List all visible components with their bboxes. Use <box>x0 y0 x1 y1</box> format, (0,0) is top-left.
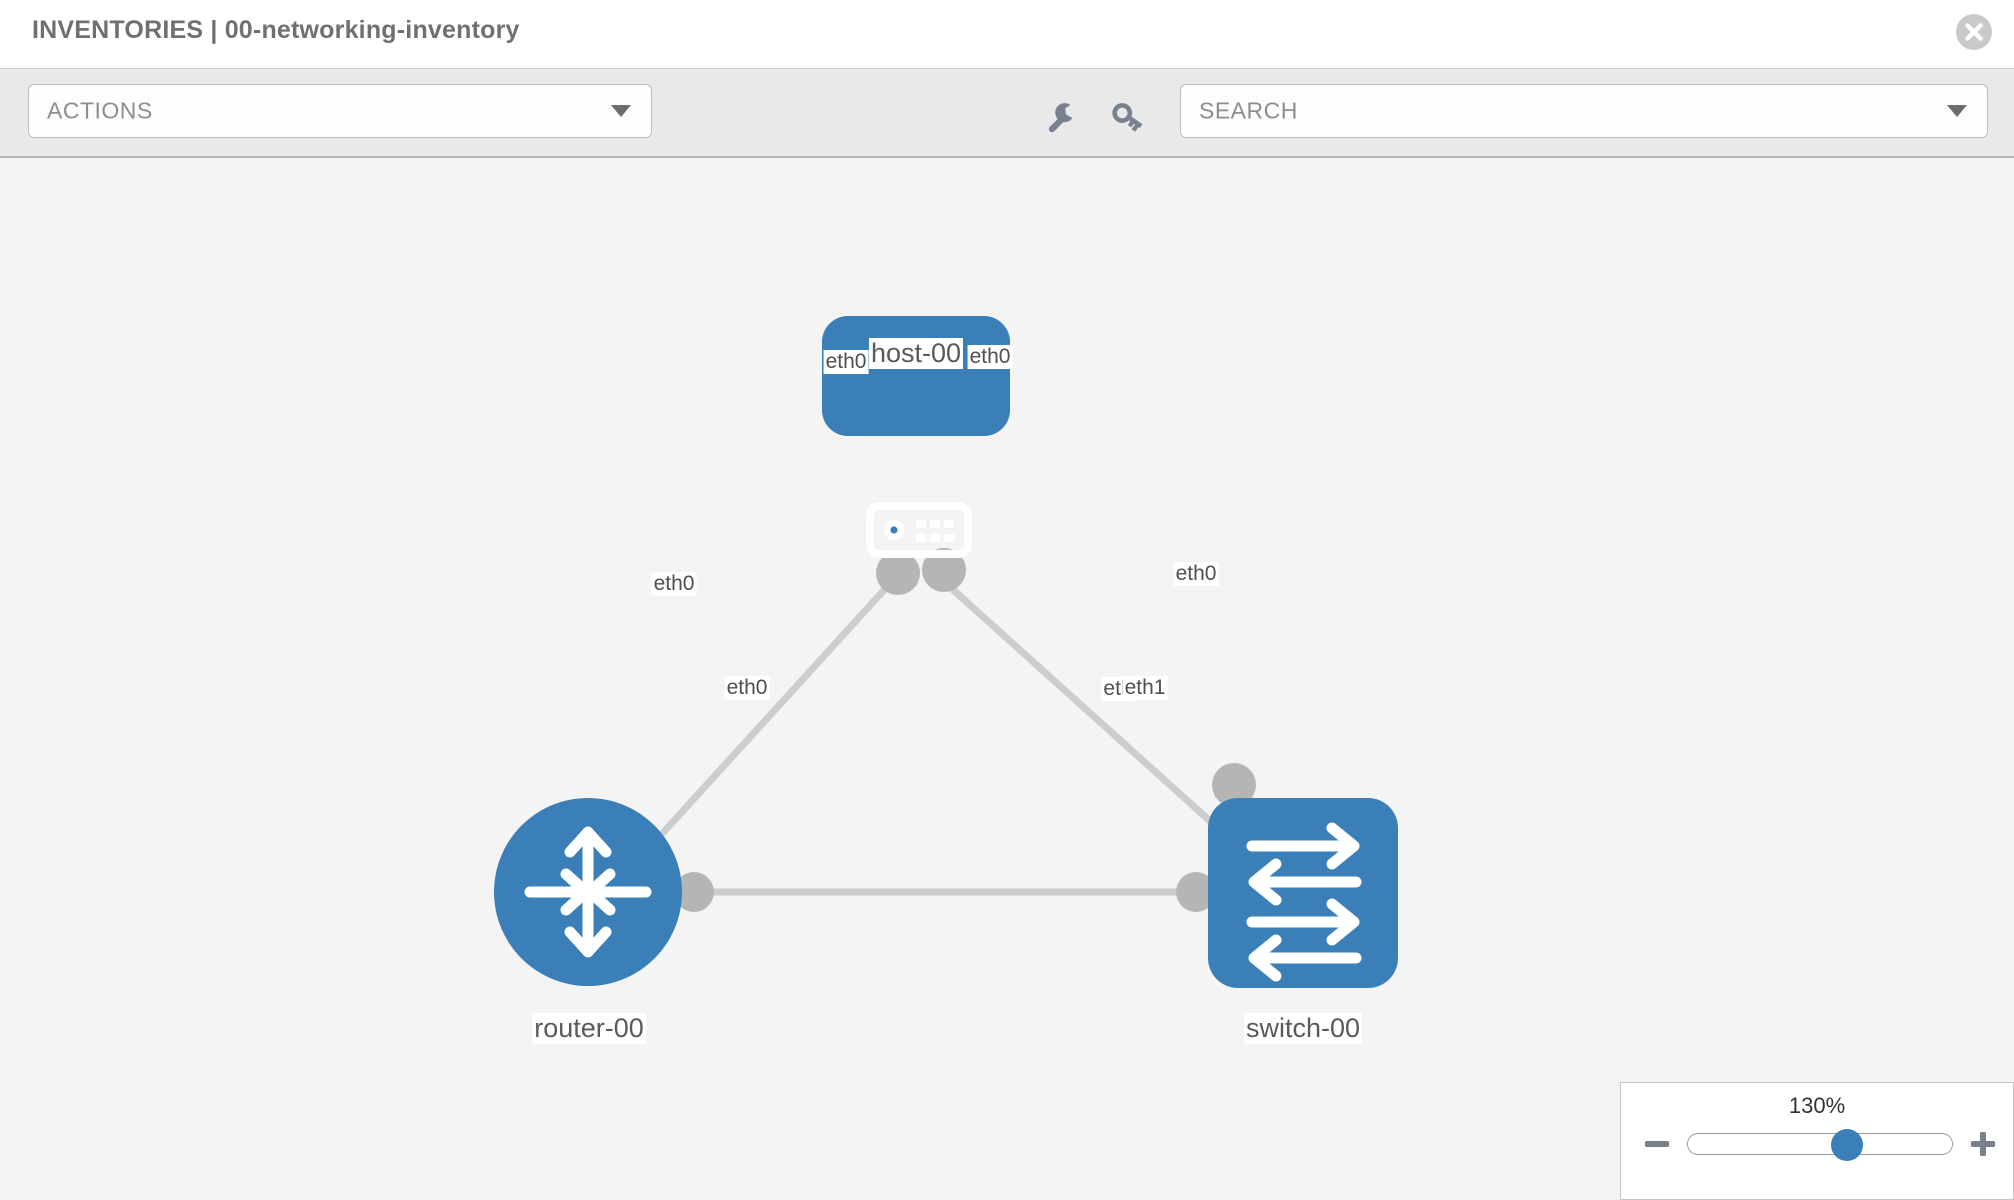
endpoint-host00-left <box>876 551 920 595</box>
iface-label-router00-right: eth0 <box>724 676 770 700</box>
plus-icon[interactable] <box>1969 1130 1997 1158</box>
iface-label-switch00-up: eth0 <box>1173 562 1219 586</box>
switch-icon <box>1246 822 1362 982</box>
chevron-down-icon <box>1947 105 1967 117</box>
minus-icon[interactable] <box>1643 1130 1671 1158</box>
endpoint-host00-right <box>922 548 966 592</box>
node-router-00 <box>494 798 682 986</box>
window-header: INVENTORIES | 00-networking-inventory <box>0 0 2014 68</box>
node-switch-00 <box>1208 798 1398 988</box>
search-placeholder: SEARCH <box>1199 97 1298 124</box>
node-label-switch-00: switch-00 <box>1243 1013 1363 1044</box>
topology-graph <box>494 316 1398 988</box>
zoom-control-panel: 130% <box>1620 1082 2014 1200</box>
server-icon <box>866 502 972 558</box>
iface-label-router00-up: eth0 <box>651 572 697 596</box>
node-label-host-00: host-00 <box>868 338 964 369</box>
actions-dropdown-label: ACTIONS <box>47 97 153 124</box>
search-input[interactable]: SEARCH <box>1180 84 1988 138</box>
link-host00-switch00 <box>937 575 1243 851</box>
zoom-slider-thumb[interactable] <box>1830 1129 1863 1161</box>
topology-canvas[interactable]: eth0 eth0 eth0 eth0 eth0 eth eth1 host-0… <box>0 158 2014 1200</box>
router-icon <box>524 826 652 958</box>
wrench-icon[interactable] <box>1040 97 1080 137</box>
iface-label-switch00-left: eth1 <box>1122 676 1168 700</box>
endpoint-switch00-top <box>1212 763 1256 807</box>
toolbar: ACTIONS SEARCH <box>0 68 2014 158</box>
iface-label-host00-right: eth0 <box>967 345 1013 369</box>
topology-links <box>637 575 1243 896</box>
iface-label-host00-left: eth0 <box>823 350 869 374</box>
chevron-down-icon <box>611 105 631 117</box>
link-host00-router00 <box>637 575 898 861</box>
zoom-level-value: 130% <box>1788 1093 1846 1118</box>
node-label-router-00: router-00 <box>532 1013 646 1044</box>
page-title: INVENTORIES | 00-networking-inventory <box>32 16 520 44</box>
endpoint-switch00-left <box>1176 872 1216 912</box>
endpoint-router00-right <box>674 872 714 912</box>
actions-dropdown[interactable]: ACTIONS <box>28 84 652 138</box>
key-icon[interactable] <box>1108 97 1148 137</box>
zoom-slider-track[interactable] <box>1687 1133 1953 1155</box>
topology-endpoints <box>674 548 1256 912</box>
close-icon[interactable] <box>1956 14 1992 50</box>
